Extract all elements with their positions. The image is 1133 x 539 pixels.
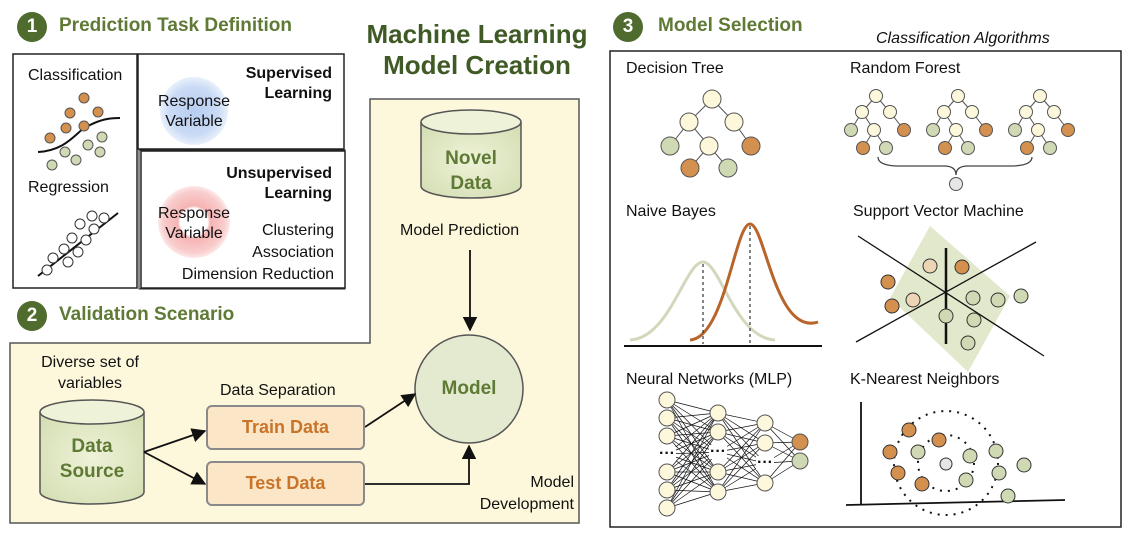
section-1-badge: 1 xyxy=(17,12,47,42)
mlp-node xyxy=(756,434,774,452)
random-forest-label: Random Forest xyxy=(850,60,961,77)
mlp-node xyxy=(658,427,676,445)
unsupervised-learning-label: Unsupervised Learning xyxy=(226,165,332,202)
section-2-title: Validation Scenario xyxy=(59,304,235,325)
dimension-reduction-label: Dimension Reduction xyxy=(181,266,334,283)
decision-tree-graphic xyxy=(660,89,761,178)
svm-graphic xyxy=(855,226,1045,372)
model-prediction-label: Model Prediction xyxy=(400,222,520,239)
knn-label: K-Nearest Neighbors xyxy=(850,371,1000,388)
unsupervised-response-variable: Response Variable xyxy=(157,205,231,242)
model-development-label: Model Development xyxy=(479,474,574,513)
mlp-ellipsis: ··· xyxy=(710,443,726,460)
mlp-node xyxy=(791,452,809,470)
classification-label: Classification xyxy=(28,67,123,84)
mlp-node xyxy=(709,463,727,481)
model-label: Model xyxy=(441,378,497,399)
test-data-box: Test Data xyxy=(206,461,365,506)
mlp-label: Neural Networks (MLP) xyxy=(626,371,793,388)
mlp-node xyxy=(756,474,774,492)
clustering-label: Clustering xyxy=(261,222,334,239)
diverse-variables-label: Diverse set of variables xyxy=(41,354,139,392)
data-separation-label: Data Separation xyxy=(220,382,336,399)
mlp-node xyxy=(709,404,727,422)
regression-label: Regression xyxy=(28,179,109,196)
model-circle xyxy=(414,334,524,444)
mlp-node xyxy=(658,391,676,409)
unsupervised-response-glow xyxy=(158,186,230,258)
mlp-node xyxy=(756,414,774,432)
mlp-node xyxy=(791,433,809,451)
section-3-badge: 3 xyxy=(613,12,643,42)
classification-scatter xyxy=(37,92,121,171)
mlp-node xyxy=(658,499,676,517)
random-forest-graphic xyxy=(844,89,1075,191)
classification-algorithms-subtitle: Classification Algorithms xyxy=(876,30,1050,47)
mlp-node xyxy=(658,409,676,427)
svm-label: Support Vector Machine xyxy=(853,203,1024,220)
section-3-title: Model Selection xyxy=(658,15,803,36)
association-label: Association xyxy=(252,244,334,261)
mlp-ellipsis: ··· xyxy=(659,445,675,462)
supervised-response-glow xyxy=(160,77,228,145)
mlp-node xyxy=(658,481,676,499)
decision-tree-label: Decision Tree xyxy=(626,60,724,77)
flow-arrows xyxy=(143,250,478,485)
main-title: Machine Learning Model Creation xyxy=(366,19,588,80)
naive-bayes-graphic xyxy=(624,222,822,347)
mlp-node xyxy=(658,463,676,481)
mlp-node xyxy=(709,423,727,441)
novel-data-label: Novel Data xyxy=(445,148,497,194)
section-2-badge: 2 xyxy=(17,301,47,331)
data-source-label: Data Source xyxy=(59,436,125,482)
data-source-cylinder xyxy=(39,399,145,505)
mlp-ellipsis: ··· xyxy=(757,454,773,471)
naive-bayes-label: Naive Bayes xyxy=(626,203,716,220)
mlp-graphic: ··· ··· ··· xyxy=(658,391,809,517)
section-1-title: Prediction Task Definition xyxy=(59,15,292,36)
mlp-node xyxy=(709,483,727,501)
novel-data-cylinder xyxy=(420,109,522,199)
supervised-response-variable: Response Variable xyxy=(157,93,231,130)
regression-scatter xyxy=(37,210,119,277)
train-data-box: Train Data xyxy=(206,405,365,450)
supervised-learning-label: Supervised Learning xyxy=(245,65,332,102)
knn-graphic xyxy=(845,402,1066,516)
